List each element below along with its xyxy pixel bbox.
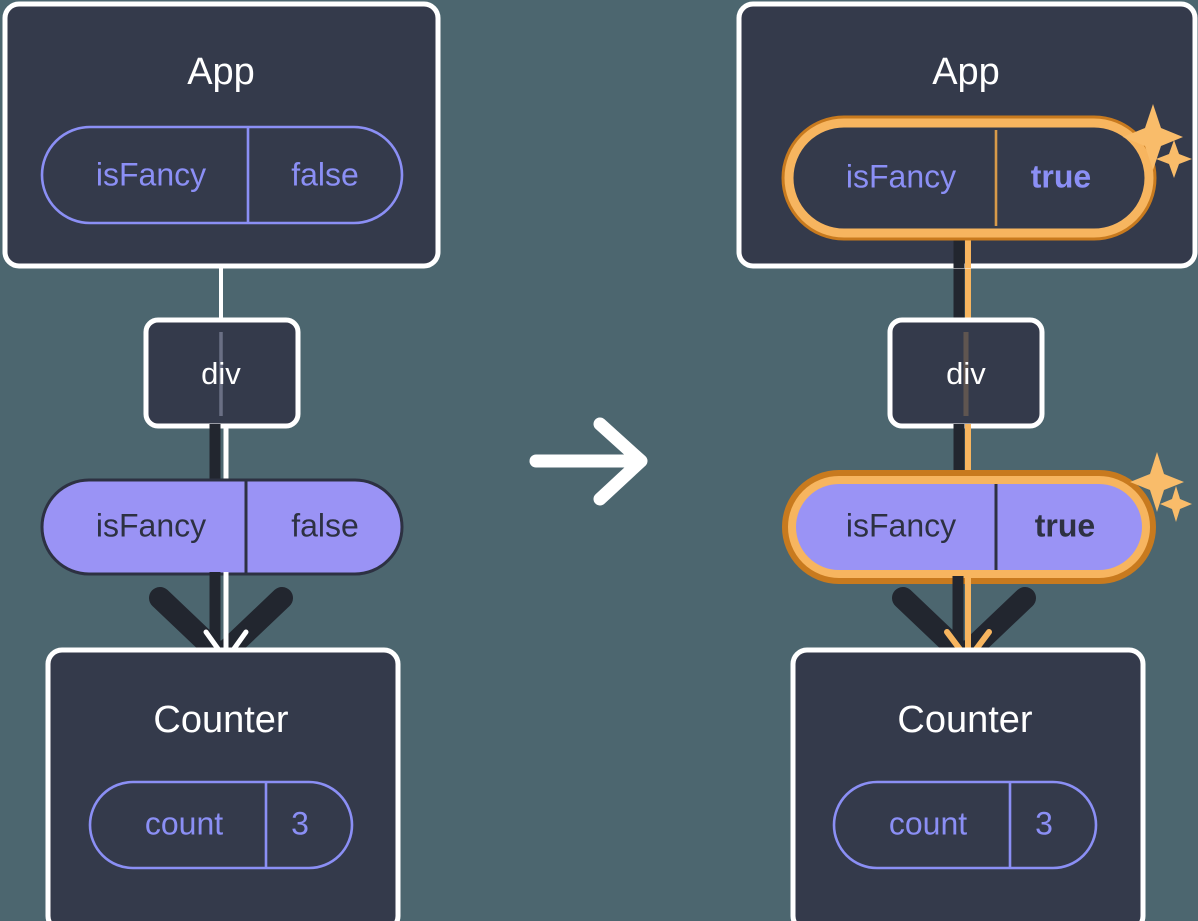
prop-isfancy-pill: isFancy false	[40, 478, 404, 576]
pill-value: true	[1031, 158, 1091, 194]
panel-after: App isFancy true div	[736, 1, 1198, 921]
app-isfancy-pill: isFancy false	[40, 125, 404, 225]
pill-value: false	[291, 156, 359, 192]
prop-flow-arrow-dark	[892, 587, 1036, 667]
counter-count-pill: count 3	[88, 780, 354, 870]
pill-outline-shape	[88, 780, 354, 870]
pill-value: 3	[1035, 805, 1053, 841]
pill-key: count	[145, 805, 223, 841]
counter-box	[45, 647, 401, 921]
app-box-title: App	[187, 51, 255, 93]
counter-box-title: Counter	[897, 699, 1033, 741]
pill-value: 3	[291, 805, 309, 841]
pill-value: true	[1035, 507, 1095, 543]
panel-before: App isFancy false div isFancy	[2, 1, 441, 921]
pill-outline-shape	[40, 125, 404, 225]
counter-count-pill: count 3	[832, 780, 1098, 870]
pill-key: isFancy	[846, 158, 956, 194]
pill-outline-shape	[832, 780, 1098, 870]
counter-box-title: Counter	[153, 699, 289, 741]
pill-key: isFancy	[846, 507, 956, 543]
transition-arrow-right-icon	[529, 417, 648, 506]
app-isfancy-pill-highlighted: isFancy true	[781, 115, 1157, 241]
pill-filled-shape	[40, 478, 404, 576]
div-box-label: div	[946, 356, 986, 391]
pill-key: count	[889, 805, 967, 841]
app-box	[2, 1, 441, 269]
prop-isfancy-pill-highlighted: isFancy true	[782, 470, 1156, 584]
highlight-ring-inner	[784, 118, 1154, 238]
counter-box	[790, 647, 1146, 921]
prop-flow-arrow-dark	[149, 587, 293, 667]
sparkle-icon-prop	[1130, 452, 1192, 522]
sparkle-icon-app	[1123, 104, 1192, 178]
pill-key: isFancy	[96, 156, 206, 192]
div-box-label: div	[201, 356, 241, 391]
pill-value: false	[291, 507, 359, 543]
pill-key: isFancy	[96, 507, 206, 543]
app-box-title: App	[932, 51, 1000, 93]
